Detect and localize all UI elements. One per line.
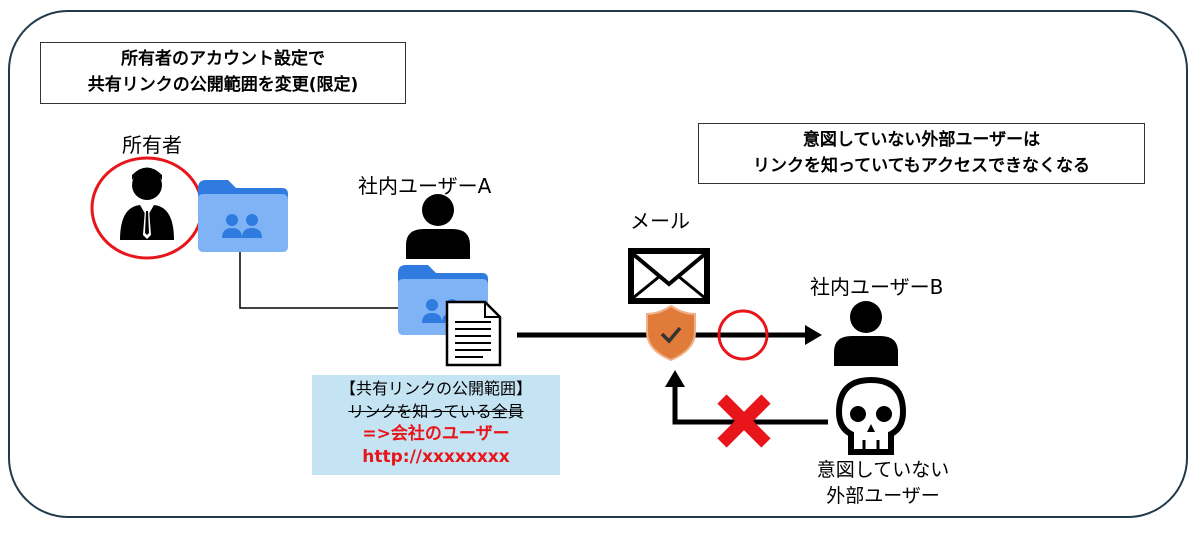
blocked-x-icon <box>717 394 771 448</box>
owner-icon <box>90 156 204 260</box>
title-note-line2: 共有リンクの公開範囲を変更(限定) <box>87 75 359 95</box>
share-info-heading: 【共有リンクの公開範囲】 <box>339 379 532 398</box>
blocked-arrow-line <box>672 385 828 425</box>
allowed-circle-icon <box>717 309 769 361</box>
title-note: 所有者のアカウント設定で 共有リンクの公開範囲を変更(限定) <box>40 42 406 104</box>
user-a-label: 社内ユーザーA <box>358 174 492 198</box>
share-info-new-value: =>会社のユーザー <box>362 424 510 444</box>
result-note-line2: リンクを知っていてもアクセスできなくなる <box>753 156 1090 176</box>
external-label-line2: 外部ユーザー <box>826 485 940 507</box>
mail-icon <box>628 248 710 304</box>
owner-label: 所有者 <box>122 133 182 157</box>
mail-label: メール <box>630 209 690 233</box>
result-note-line1: 意図していない外部ユーザーは <box>802 130 1041 150</box>
user-b-label: 社内ユーザーB <box>810 275 944 299</box>
user-a-icon <box>406 194 470 259</box>
share-info-box: 【共有リンクの公開範囲】 リンクを知っている全員 =>会社のユーザー http:… <box>312 375 560 475</box>
owner-to-user-a-line <box>239 252 400 309</box>
user-b-icon <box>834 301 898 366</box>
share-info-url: http://xxxxxxxx <box>362 447 510 467</box>
diagram-frame <box>8 10 1188 518</box>
share-info-old-value: リンクを知っている全員 <box>348 402 524 421</box>
skull-icon <box>835 376 907 455</box>
document-icon <box>445 300 502 367</box>
shield-icon <box>646 304 696 362</box>
result-note: 意図していない外部ユーザーは リンクを知っていてもアクセスできなくなる <box>698 123 1145 184</box>
blocked-arrowhead <box>665 370 685 387</box>
external-user-label: 意図していない 外部ユーザー <box>806 457 960 509</box>
external-label-line1: 意図していない <box>816 459 950 481</box>
title-note-line1: 所有者のアカウント設定で <box>121 49 325 69</box>
owner-shared-folder-icon <box>198 180 288 252</box>
send-arrowhead <box>805 325 822 345</box>
